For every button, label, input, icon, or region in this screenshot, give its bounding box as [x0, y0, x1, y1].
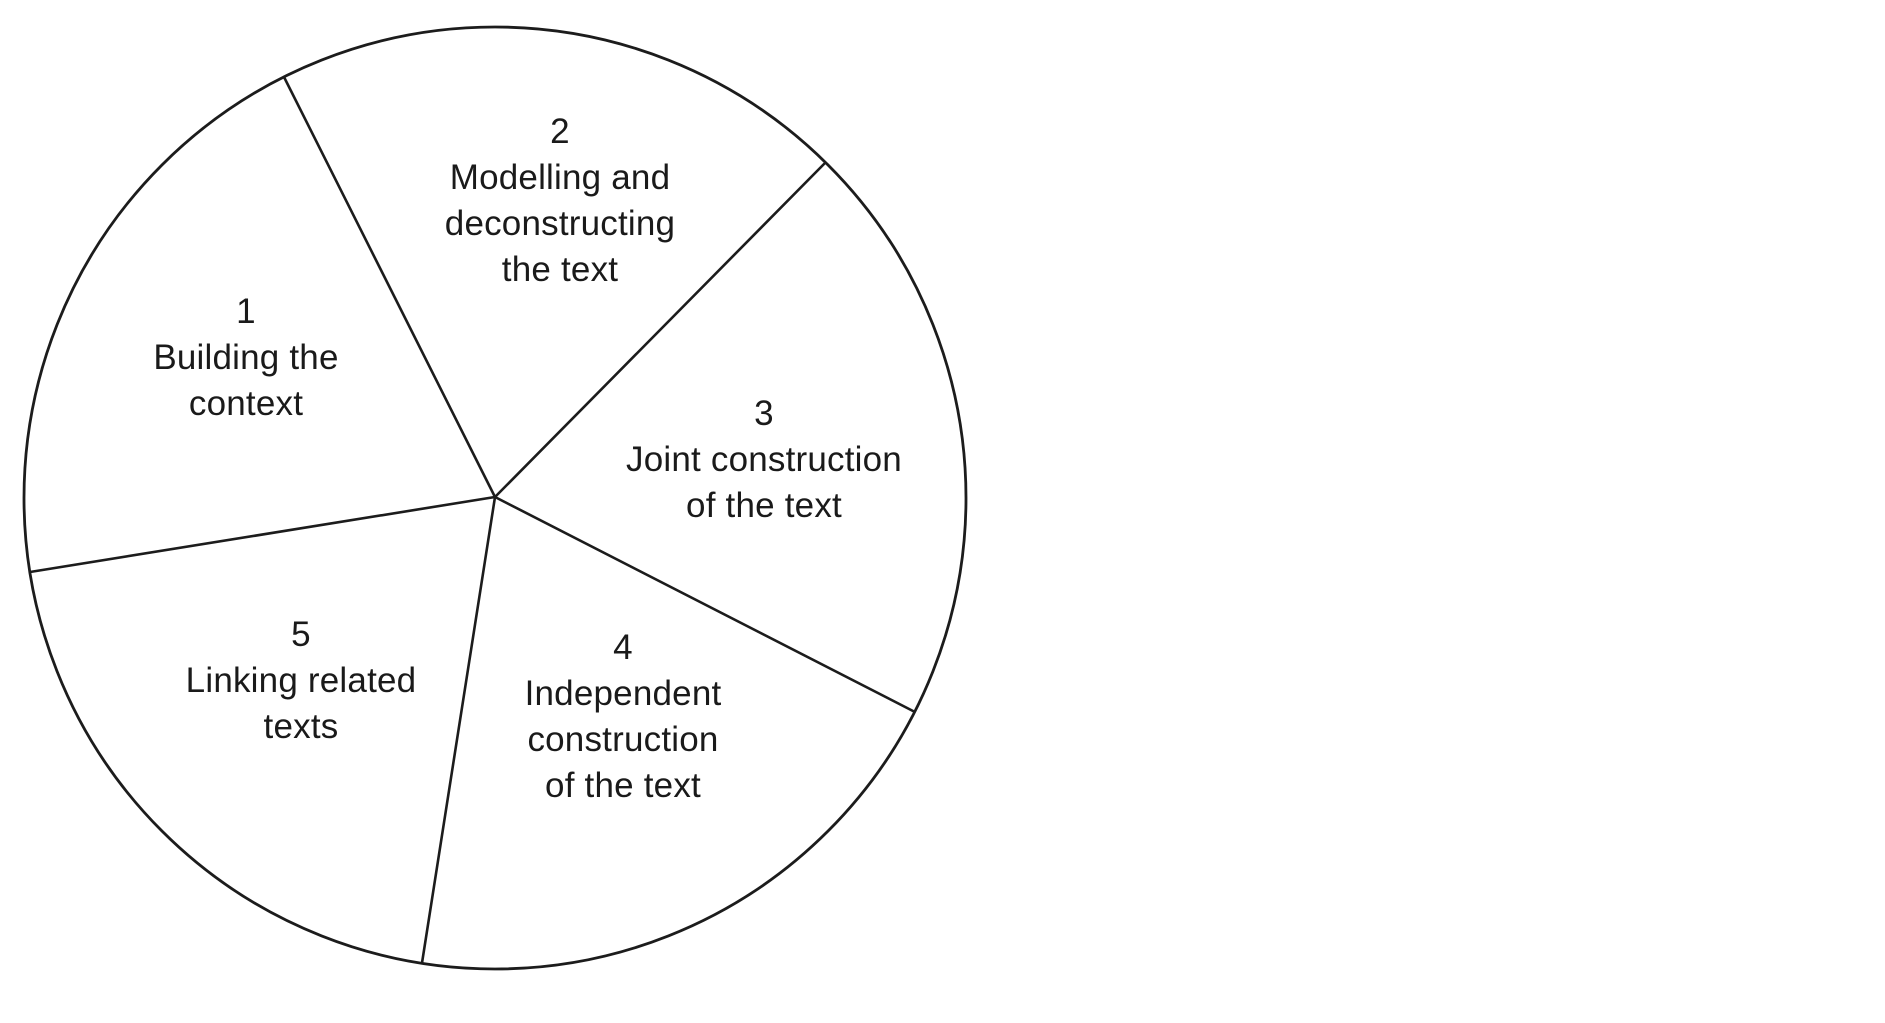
- segment-label-line: construction: [527, 720, 719, 759]
- segment-label-line: deconstructing: [444, 204, 676, 243]
- segment-label-line: Modelling and: [449, 158, 671, 197]
- segment-label-5: 5 Linking related texts: [141, 612, 461, 750]
- segment-number: 1: [236, 292, 256, 331]
- divider-segment3-segment4: [493, 495, 915, 713]
- segment-label-2: 2 Modelling and deconstructing the text: [390, 109, 730, 293]
- segment-label-line: Independent: [524, 674, 722, 713]
- segment-label-1: 1 Building the context: [96, 289, 396, 427]
- segment-label-line: context: [188, 384, 304, 423]
- segment-number: 4: [613, 628, 633, 667]
- segment-number: 3: [754, 394, 774, 433]
- segment-label-line: Building the: [153, 338, 339, 377]
- divider-segment5-segment1: [28, 495, 497, 574]
- segment-label-line: of the text: [545, 766, 701, 805]
- segment-label-line: of the text: [686, 486, 842, 525]
- segment-number: 2: [550, 112, 570, 151]
- divider-segment4-segment5: [420, 495, 497, 965]
- segment-number: 5: [291, 615, 311, 654]
- divider-segment2-segment3: [493, 162, 826, 499]
- segment-label-4: 4 Independent construction of the text: [463, 625, 783, 809]
- segment-label-line: the text: [501, 250, 619, 289]
- segment-label-line: texts: [263, 707, 339, 746]
- divider-segment1-segment2: [282, 75, 497, 499]
- segment-label-line: Linking related: [185, 661, 417, 700]
- segment-label-3: 3 Joint construction of the text: [584, 391, 944, 529]
- segment-label-line: Joint construction: [626, 440, 902, 479]
- circle-outline: [22, 25, 968, 971]
